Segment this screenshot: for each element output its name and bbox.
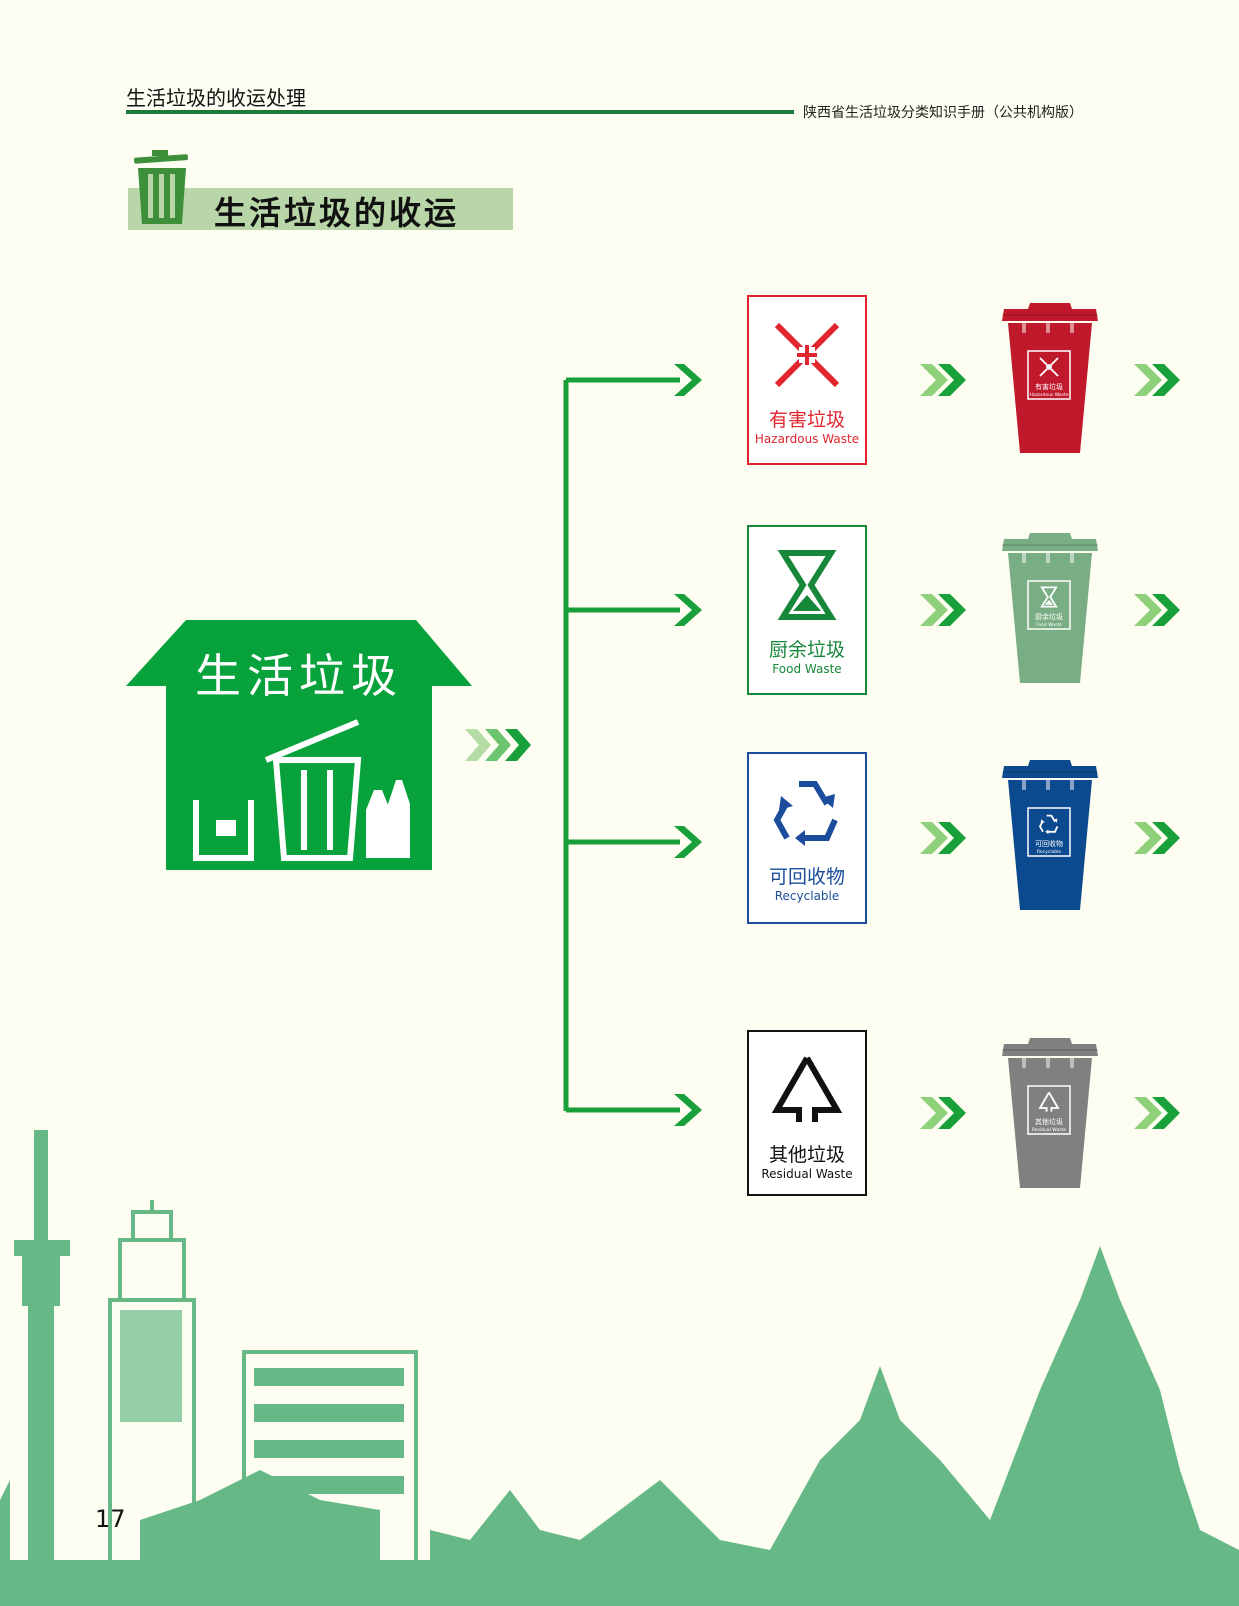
category-name-cn: 可回收物 bbox=[768, 866, 845, 888]
waste-bin-1: 厨余垃圾 Food Waste bbox=[1002, 533, 1098, 683]
hazard-x-icon bbox=[774, 322, 840, 388]
waste-bin-3: 其他垃圾 Residual Waste bbox=[1002, 1038, 1098, 1188]
chevron-arrows-icon bbox=[920, 822, 966, 854]
category-name-cn: 有害垃圾 bbox=[768, 409, 845, 431]
section-band bbox=[128, 188, 513, 230]
waste-bin-0: 有害垃圾 Hazardous Waste bbox=[1002, 303, 1098, 453]
section-title: 生活垃圾的收运 bbox=[214, 194, 460, 232]
tree-triangle-icon bbox=[771, 1056, 843, 1122]
bin-label-en: Hazardous Waste bbox=[1029, 392, 1068, 398]
bin-label-cn: 可回收物 bbox=[1035, 839, 1063, 848]
branch-lines bbox=[563, 364, 702, 1126]
header-divider bbox=[126, 110, 794, 114]
chevron-arrows-icon bbox=[465, 729, 531, 761]
hourglass-icon bbox=[777, 550, 837, 620]
bin-label-cn: 其他垃圾 bbox=[1035, 1117, 1063, 1126]
waste-bin-2: 可回收物 Recyclable bbox=[1002, 760, 1098, 910]
chapter-header: 生活垃圾的收运处理 bbox=[126, 86, 306, 110]
chevron-arrows-icon bbox=[920, 1097, 966, 1129]
recycle-icon bbox=[773, 781, 838, 846]
category-sign-3: 其他垃圾 Residual Waste bbox=[747, 1030, 867, 1196]
city-skyline-illustration bbox=[0, 1130, 1239, 1606]
chevron-arrows-icon bbox=[1134, 1097, 1180, 1129]
category-name-cn: 其他垃圾 bbox=[768, 1144, 845, 1166]
bin-label-en: Residual Waste bbox=[1032, 1127, 1066, 1133]
trash-can-icon bbox=[133, 150, 189, 224]
bin-label-cn: 厨余垃圾 bbox=[1035, 612, 1063, 621]
chevron-arrows-icon bbox=[1134, 822, 1180, 854]
bin-label-en: Recyclable bbox=[1037, 849, 1061, 855]
chevron-arrows-icon bbox=[1134, 364, 1180, 396]
household-waste-house bbox=[126, 620, 472, 870]
category-name-cn: 厨余垃圾 bbox=[768, 639, 845, 661]
category-name-en: Recyclable bbox=[774, 889, 840, 903]
bin-label-cn: 有害垃圾 bbox=[1035, 382, 1063, 391]
category-sign-0: 有害垃圾 Hazardous Waste bbox=[747, 295, 867, 465]
chevron-arrows-icon bbox=[920, 594, 966, 626]
category-name-en: Hazardous Waste bbox=[754, 432, 860, 446]
category-name-en: Food Waste bbox=[772, 662, 842, 676]
book-title: 陕西省生活垃圾分类知识手册（公共机构版） bbox=[803, 105, 1083, 121]
chevron-arrows-icon bbox=[1134, 594, 1180, 626]
source-label: 生活垃圾 bbox=[195, 649, 403, 703]
bin-label-en: Food Waste bbox=[1036, 622, 1062, 628]
category-sign-1: 厨余垃圾 Food Waste bbox=[747, 525, 867, 695]
category-name-en: Residual Waste bbox=[761, 1167, 853, 1181]
page-number: 17 bbox=[95, 1505, 126, 1533]
category-sign-2: 可回收物 Recyclable bbox=[747, 752, 867, 924]
chevron-arrows-icon bbox=[920, 364, 966, 396]
